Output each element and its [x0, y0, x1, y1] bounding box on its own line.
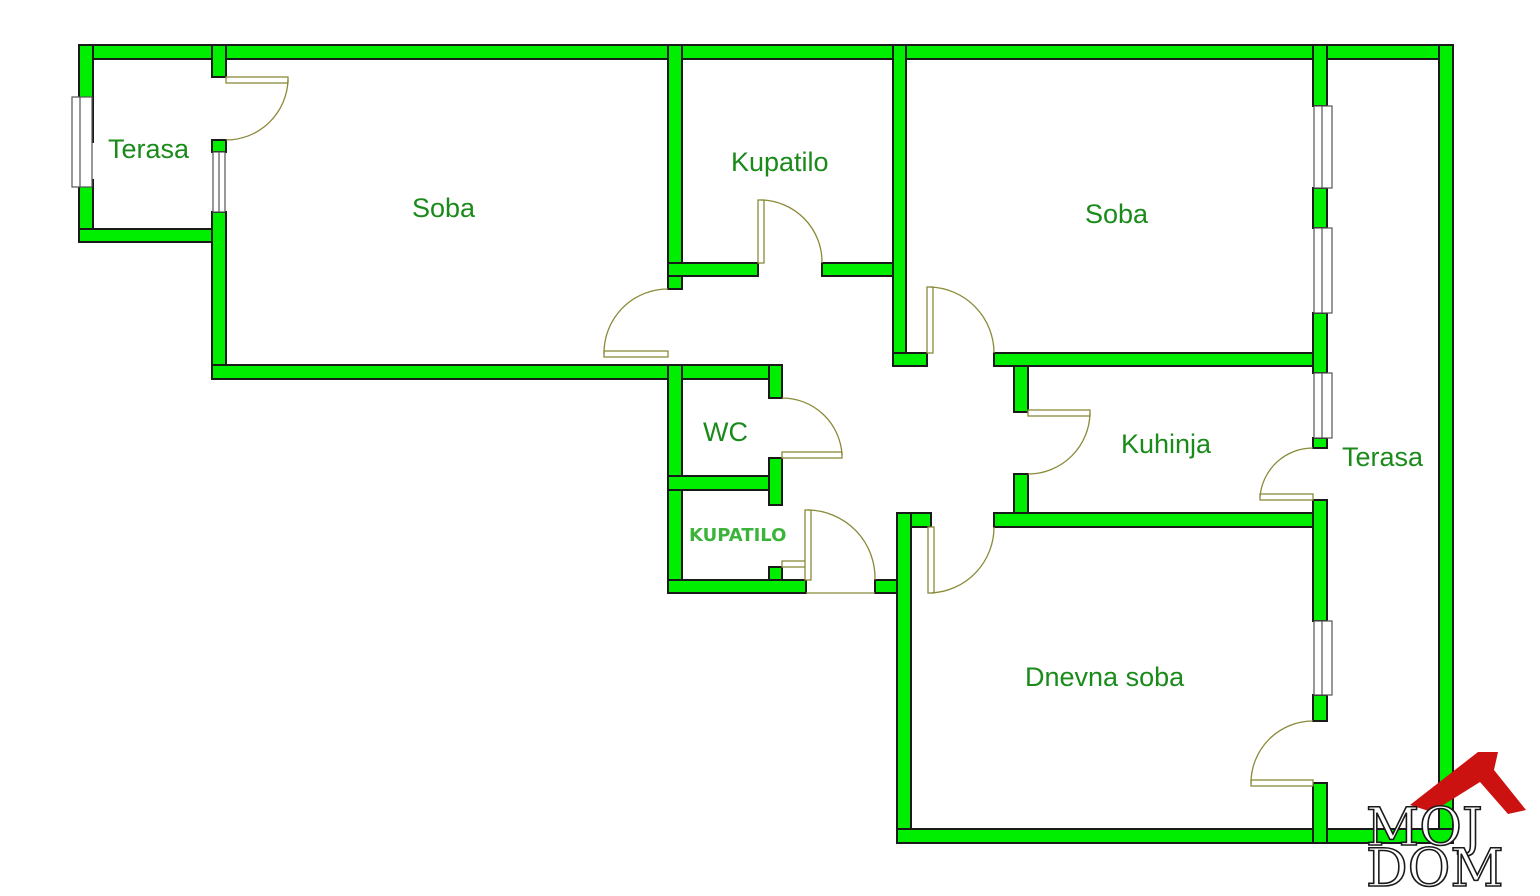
- wall-soba-right-right-a: [1312, 44, 1328, 107]
- room-label-soba-left: Soba: [412, 193, 476, 223]
- room-label-kupatilo-small: KUPATILO: [689, 525, 786, 546]
- room-label-dnevna-soba: Dnevna soba: [1025, 662, 1185, 692]
- door-terasa-soba: [225, 76, 289, 141]
- wall-wc-top: [667, 364, 783, 380]
- wall-hall-stub: [892, 352, 928, 367]
- window-terasa-left: [71, 96, 93, 188]
- wall-kuhinja-bottom: [993, 512, 1328, 528]
- wall-top-outer: [78, 44, 1454, 60]
- wall-right-outer: [1438, 44, 1454, 844]
- window-soba-right-a: [1313, 105, 1333, 189]
- wall-kupatilo-right: [892, 44, 907, 367]
- wall-wc-right-upper: [768, 364, 783, 399]
- wall-kuhinja-left-upper: [1013, 365, 1029, 413]
- room-label-terasa-right: Terasa: [1342, 442, 1424, 472]
- walls: [78, 44, 1454, 844]
- door-kupatilo-top: [757, 199, 823, 264]
- window-kuhinja: [1313, 372, 1333, 439]
- room-label-wc: WC: [703, 417, 748, 447]
- door-wc: [781, 397, 843, 459]
- wall-soba-right-right-c: [1312, 312, 1328, 374]
- wall-terasa-soba-mid: [211, 139, 227, 153]
- window-dnevna: [1313, 620, 1333, 696]
- wall-soba-right-bottom: [993, 352, 1328, 367]
- door-dnevna-terasa: [1250, 720, 1314, 787]
- wall-soba-right-right-b: [1312, 187, 1328, 229]
- door-kuhinja-terasa: [1259, 447, 1314, 501]
- door-kuhinja: [1027, 409, 1091, 475]
- doors: [225, 76, 1314, 787]
- wall-terasa-soba-upper: [211, 44, 227, 78]
- room-label-kupatilo-top: Kupatilo: [731, 147, 829, 177]
- wall-kupatilo-small-right-lower: [768, 566, 783, 581]
- wall-dnevna-right-b: [1312, 782, 1328, 844]
- room-label-soba-right: Soba: [1085, 199, 1149, 229]
- logo-roof-icon: [1410, 752, 1526, 814]
- wall-wc-bottom: [667, 475, 783, 491]
- door-dnevna: [927, 526, 995, 594]
- wall-dnevna-left: [896, 512, 912, 844]
- room-label-kuhinja: Kuhinja: [1121, 429, 1212, 459]
- wall-soba-left-left: [211, 211, 227, 380]
- windows: [71, 96, 1333, 696]
- room-labels: Terasa Soba Kupatilo Soba WC Kuhinja KUP…: [108, 134, 1424, 692]
- door-soba-left: [603, 288, 669, 358]
- wall-kuhinja-right-b: [1312, 499, 1328, 622]
- wall-kuhinja-right-a: [1312, 437, 1328, 449]
- wall-dnevna-right-a: [1312, 694, 1328, 722]
- logo-line1: MOJ: [1366, 798, 1483, 858]
- window-soba-right-b: [1313, 227, 1333, 314]
- wall-wc-right-mid: [768, 457, 783, 506]
- logo: MOJ DOM: [1365, 752, 1526, 896]
- wall-soba-left-right-upper: [667, 44, 683, 290]
- door-kupatilo-small: [781, 509, 876, 594]
- wall-soba-left-bottom: [211, 364, 682, 380]
- wall-kupatilo-bottom-left: [667, 262, 759, 277]
- door-soba-right: [926, 286, 995, 354]
- wall-terasa-left-bottom: [78, 228, 227, 243]
- wall-kupatilo-small-bottom: [667, 579, 807, 594]
- room-label-terasa-left: Terasa: [108, 134, 190, 164]
- logo-line2: DOM: [1366, 839, 1504, 896]
